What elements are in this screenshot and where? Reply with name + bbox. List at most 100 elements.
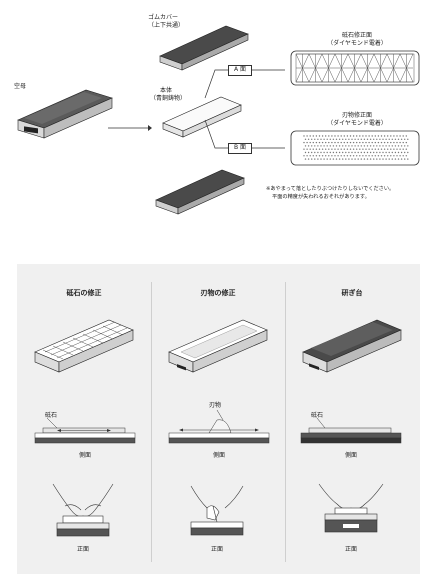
texture-dot bbox=[374, 148, 376, 150]
texture-dot bbox=[303, 155, 305, 157]
texture-dot bbox=[356, 135, 358, 137]
texture-dot bbox=[335, 151, 338, 154]
texture-dot bbox=[390, 148, 392, 150]
texture-dot bbox=[352, 148, 355, 150]
texture-dot bbox=[369, 151, 372, 154]
texture-dot bbox=[303, 135, 305, 137]
texture-dot bbox=[363, 138, 366, 140]
texture-dot bbox=[329, 158, 331, 160]
texture-dot bbox=[346, 148, 349, 150]
texture-dot bbox=[374, 155, 376, 157]
texture-dot bbox=[377, 148, 380, 150]
blade-correction-plate bbox=[290, 130, 420, 166]
texture-dot bbox=[365, 141, 367, 144]
texture-dot bbox=[396, 148, 398, 150]
texture-dot bbox=[332, 158, 335, 160]
texture-dot bbox=[338, 151, 341, 154]
texture-dot bbox=[359, 141, 361, 144]
texture-dot bbox=[400, 138, 403, 140]
texture-dot bbox=[371, 155, 373, 157]
texture-dot bbox=[306, 148, 308, 150]
texture-dot bbox=[345, 138, 347, 140]
texture-dot bbox=[380, 155, 383, 157]
texture-dot bbox=[329, 151, 331, 154]
texture-dot bbox=[346, 141, 349, 144]
front-view-blade-correction bbox=[190, 485, 244, 536]
texture-dot bbox=[352, 135, 355, 137]
texture-dot bbox=[307, 145, 310, 147]
texture-dot bbox=[340, 148, 342, 150]
note-line-2: 平面の精度が失われるおそれがあります。 bbox=[272, 194, 370, 200]
texture-dot bbox=[366, 138, 369, 140]
texture-dot bbox=[348, 145, 350, 147]
texture-dot bbox=[352, 155, 355, 157]
texture-dot bbox=[325, 148, 327, 150]
texture-dot bbox=[356, 141, 358, 144]
side-view-blade-correction bbox=[168, 409, 270, 444]
texture-dot bbox=[376, 158, 378, 160]
texture-dot bbox=[399, 148, 401, 150]
texture-dot bbox=[320, 158, 322, 160]
texture-dot bbox=[345, 151, 347, 154]
texture-dot bbox=[321, 135, 324, 137]
texture-dot bbox=[368, 148, 370, 150]
texture-dot bbox=[360, 158, 362, 160]
texture-dot bbox=[346, 155, 349, 157]
texture-dot bbox=[326, 151, 328, 154]
body-sub: （青銅鋳物） bbox=[150, 95, 187, 102]
texture-dot bbox=[391, 151, 393, 154]
texture-dot bbox=[396, 135, 398, 137]
texture-dot bbox=[363, 151, 366, 154]
texture-dot bbox=[377, 135, 380, 137]
texture-dot bbox=[326, 158, 328, 160]
texture-dot bbox=[315, 141, 318, 144]
texture-dot bbox=[334, 148, 336, 150]
side-view-sharpening-stand bbox=[300, 417, 402, 444]
texture-dot bbox=[304, 145, 307, 147]
texture-dot bbox=[363, 158, 366, 160]
texture-dot bbox=[369, 138, 372, 140]
texture-dot bbox=[390, 141, 392, 144]
texture-dot bbox=[382, 158, 384, 160]
rubber-cover-label: ゴムカバー bbox=[148, 14, 179, 21]
blade-correction-illustration bbox=[168, 319, 268, 373]
texture-dot bbox=[373, 151, 375, 154]
texture-dot bbox=[365, 148, 367, 150]
texture-dot bbox=[383, 148, 386, 150]
side-a-box bbox=[228, 65, 252, 76]
texture-dot bbox=[342, 145, 344, 147]
side-view-label: 側面 bbox=[212, 452, 225, 459]
texture-dot bbox=[394, 145, 397, 147]
texture-dot bbox=[407, 138, 409, 140]
texture-dot bbox=[351, 151, 353, 154]
texture-dot bbox=[382, 151, 384, 154]
texture-dot bbox=[374, 141, 376, 144]
texture-dot bbox=[346, 135, 349, 137]
texture-dot bbox=[404, 138, 406, 140]
texture-dot bbox=[387, 141, 389, 144]
texture-dot bbox=[400, 158, 403, 160]
texture-dot bbox=[311, 145, 313, 147]
texture-dot bbox=[340, 155, 342, 157]
texture-dot bbox=[396, 141, 398, 144]
side-b-label: B 面 bbox=[233, 144, 247, 151]
texture-dot bbox=[337, 135, 339, 137]
texture-dot bbox=[385, 151, 387, 154]
texture-dot bbox=[326, 145, 328, 147]
texture-dot bbox=[360, 138, 362, 140]
texture-dot bbox=[402, 155, 404, 157]
texture-dot bbox=[335, 138, 338, 140]
column-divider bbox=[151, 282, 152, 562]
texture-dot bbox=[351, 158, 353, 160]
texture-dot bbox=[312, 135, 314, 137]
texture-dot bbox=[307, 158, 310, 160]
texture-dot bbox=[399, 141, 401, 144]
texture-dot bbox=[391, 138, 393, 140]
texture-dot bbox=[343, 148, 345, 150]
texture-dot bbox=[317, 158, 319, 160]
texture-dot bbox=[321, 155, 324, 157]
texture-dot bbox=[373, 145, 375, 147]
texture-dot bbox=[404, 145, 406, 147]
texture-dot bbox=[366, 151, 369, 154]
texture-dot bbox=[335, 145, 338, 147]
